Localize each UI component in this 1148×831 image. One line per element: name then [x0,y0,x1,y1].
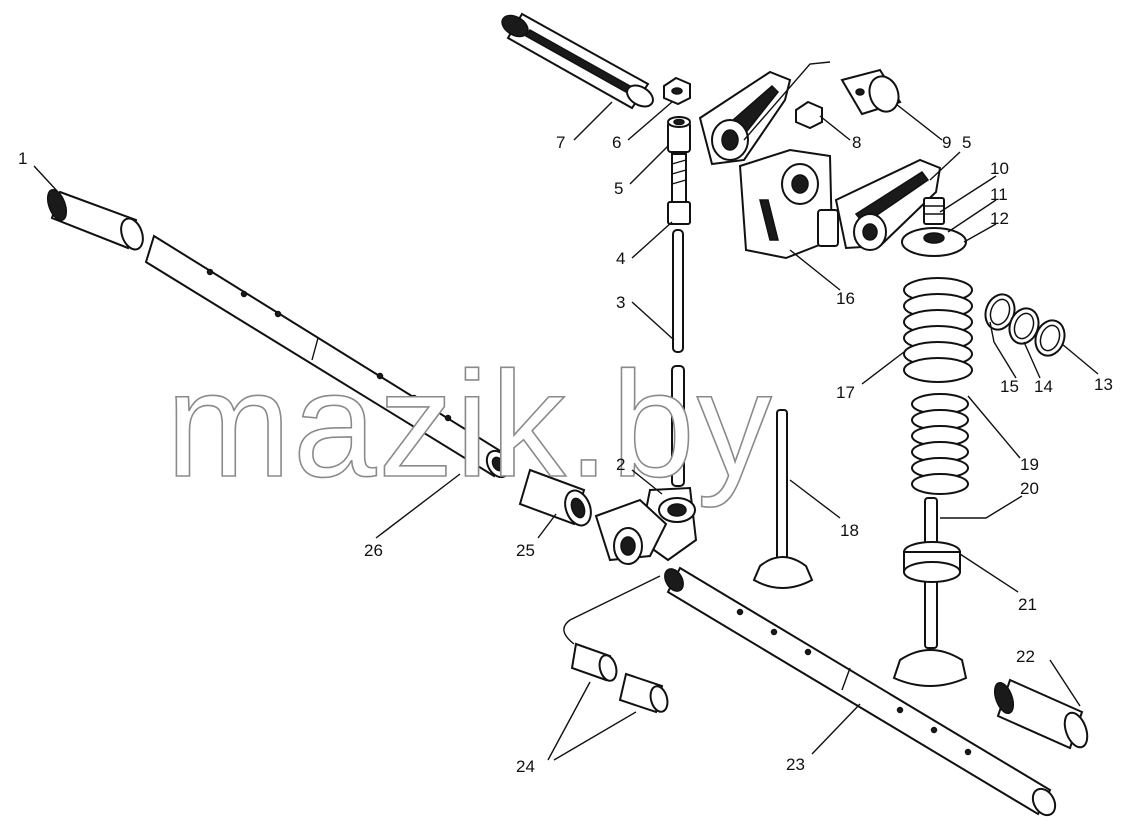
callout-23: 23 [786,755,805,774]
part-17-outer-spring [903,277,973,383]
callout-1: 1 [18,149,27,168]
part-24-bushing-a [570,642,618,682]
callout-16: 16 [836,289,855,308]
part-20-valve [892,497,968,687]
part-8-nut [795,100,823,130]
callout-10: 10 [990,159,1009,178]
callout-17: 17 [836,383,855,402]
part-9-bushing [840,68,902,116]
part-18-valve [752,409,814,589]
part-rocker-lower [594,498,668,565]
leader-lines [33,61,1099,761]
part-23-shaft [664,566,1057,817]
callout-8: 8 [852,133,861,152]
callout-25: 25 [516,541,535,560]
part-3-push-rod [671,229,685,487]
callout-26: 26 [364,541,383,560]
part-rocker-arm-left [698,70,792,166]
callout-9: 9 [942,133,951,152]
callout-5: 5 [614,179,623,198]
callout-13: 13 [1094,375,1113,394]
callout-20: 20 [1020,479,1039,498]
callout-6: 6 [612,133,621,152]
callout-14: 14 [1034,377,1053,396]
part-12-spring-retainer [901,227,967,257]
callout-labels: 1 7 6 5 4 3 2 8 9 5 10 11 12 16 15 14 13… [18,133,1113,776]
part-10-valve-keeper [923,197,945,225]
callout-7: 7 [556,133,565,152]
part-21-valve-seal [903,541,961,583]
part-7-pin [501,12,654,110]
callout-2: 2 [616,455,625,474]
part-5-sleeve-left [667,116,691,153]
callout-11: 11 [990,185,1008,204]
callout-22: 22 [1016,647,1035,666]
callout-12: 12 [990,209,1009,228]
callout-18: 18 [840,521,859,540]
watermark-text: mazik.by [166,340,774,508]
callout-4: 4 [616,249,625,268]
part-rocker-arm-right [817,158,942,251]
callout-24: 24 [516,757,535,776]
part-25-bushing [518,468,592,527]
callout-19: 19 [1020,455,1039,474]
part-24-bushing-b [618,672,669,714]
part-1-bushing [46,188,144,251]
part-13-ring [1034,319,1066,357]
callout-5: 5 [962,133,971,152]
part-22-bushing [993,678,1089,750]
part-6-nut [663,76,691,106]
part-15-ring [984,293,1016,331]
callout-3: 3 [616,293,625,312]
callout-15: 15 [1000,377,1019,396]
callout-21: 21 [1018,595,1037,614]
part-19-inner-spring [911,393,969,495]
part-4-adjusting-screw [667,153,691,225]
part-26-shaft [144,234,511,479]
